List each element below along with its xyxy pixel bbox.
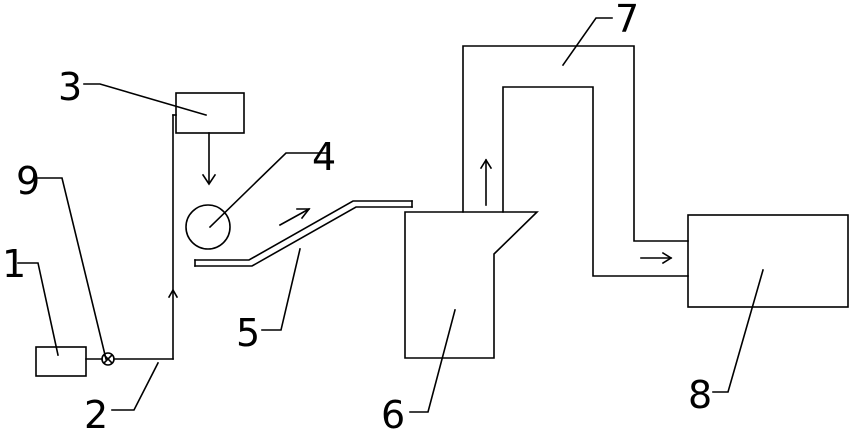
- tank-down-arrow: [201, 173, 217, 186]
- leader-5: [261, 248, 301, 331]
- duct-7-outer-wall: [462, 45, 689, 242]
- riser-up-arrow: [167, 288, 179, 299]
- label-2: 2: [84, 393, 108, 432]
- component-4-roller: [185, 204, 231, 250]
- duct-up-arrow: [479, 158, 493, 206]
- component-6-body: [404, 211, 539, 359]
- valve-9-symbol: [101, 352, 115, 366]
- label-5: 5: [236, 311, 260, 355]
- duct-right-arrow: [640, 251, 673, 265]
- leader-9: [37, 177, 107, 360]
- leader-3: [83, 83, 207, 116]
- label-3: 3: [58, 65, 82, 109]
- label-9: 9: [16, 159, 40, 203]
- leader-7: [561, 17, 613, 67]
- component-5-conveyor: [194, 200, 413, 267]
- label-4: 4: [312, 135, 336, 179]
- leader-8: [712, 269, 764, 393]
- component-8-box: [687, 214, 849, 308]
- label-1: 1: [2, 242, 26, 286]
- conveyor-direction-arrow: [278, 207, 311, 227]
- label-6: 6: [381, 393, 405, 432]
- duct-7-inner-wall: [502, 86, 689, 277]
- component-3-box: [175, 92, 245, 134]
- leader-1: [17, 262, 59, 356]
- label-8: 8: [688, 373, 712, 417]
- component-1-box: [35, 346, 87, 377]
- label-7: 7: [615, 0, 639, 41]
- leader-4: [208, 152, 327, 229]
- leader-6: [409, 309, 456, 413]
- leader-2: [111, 361, 160, 411]
